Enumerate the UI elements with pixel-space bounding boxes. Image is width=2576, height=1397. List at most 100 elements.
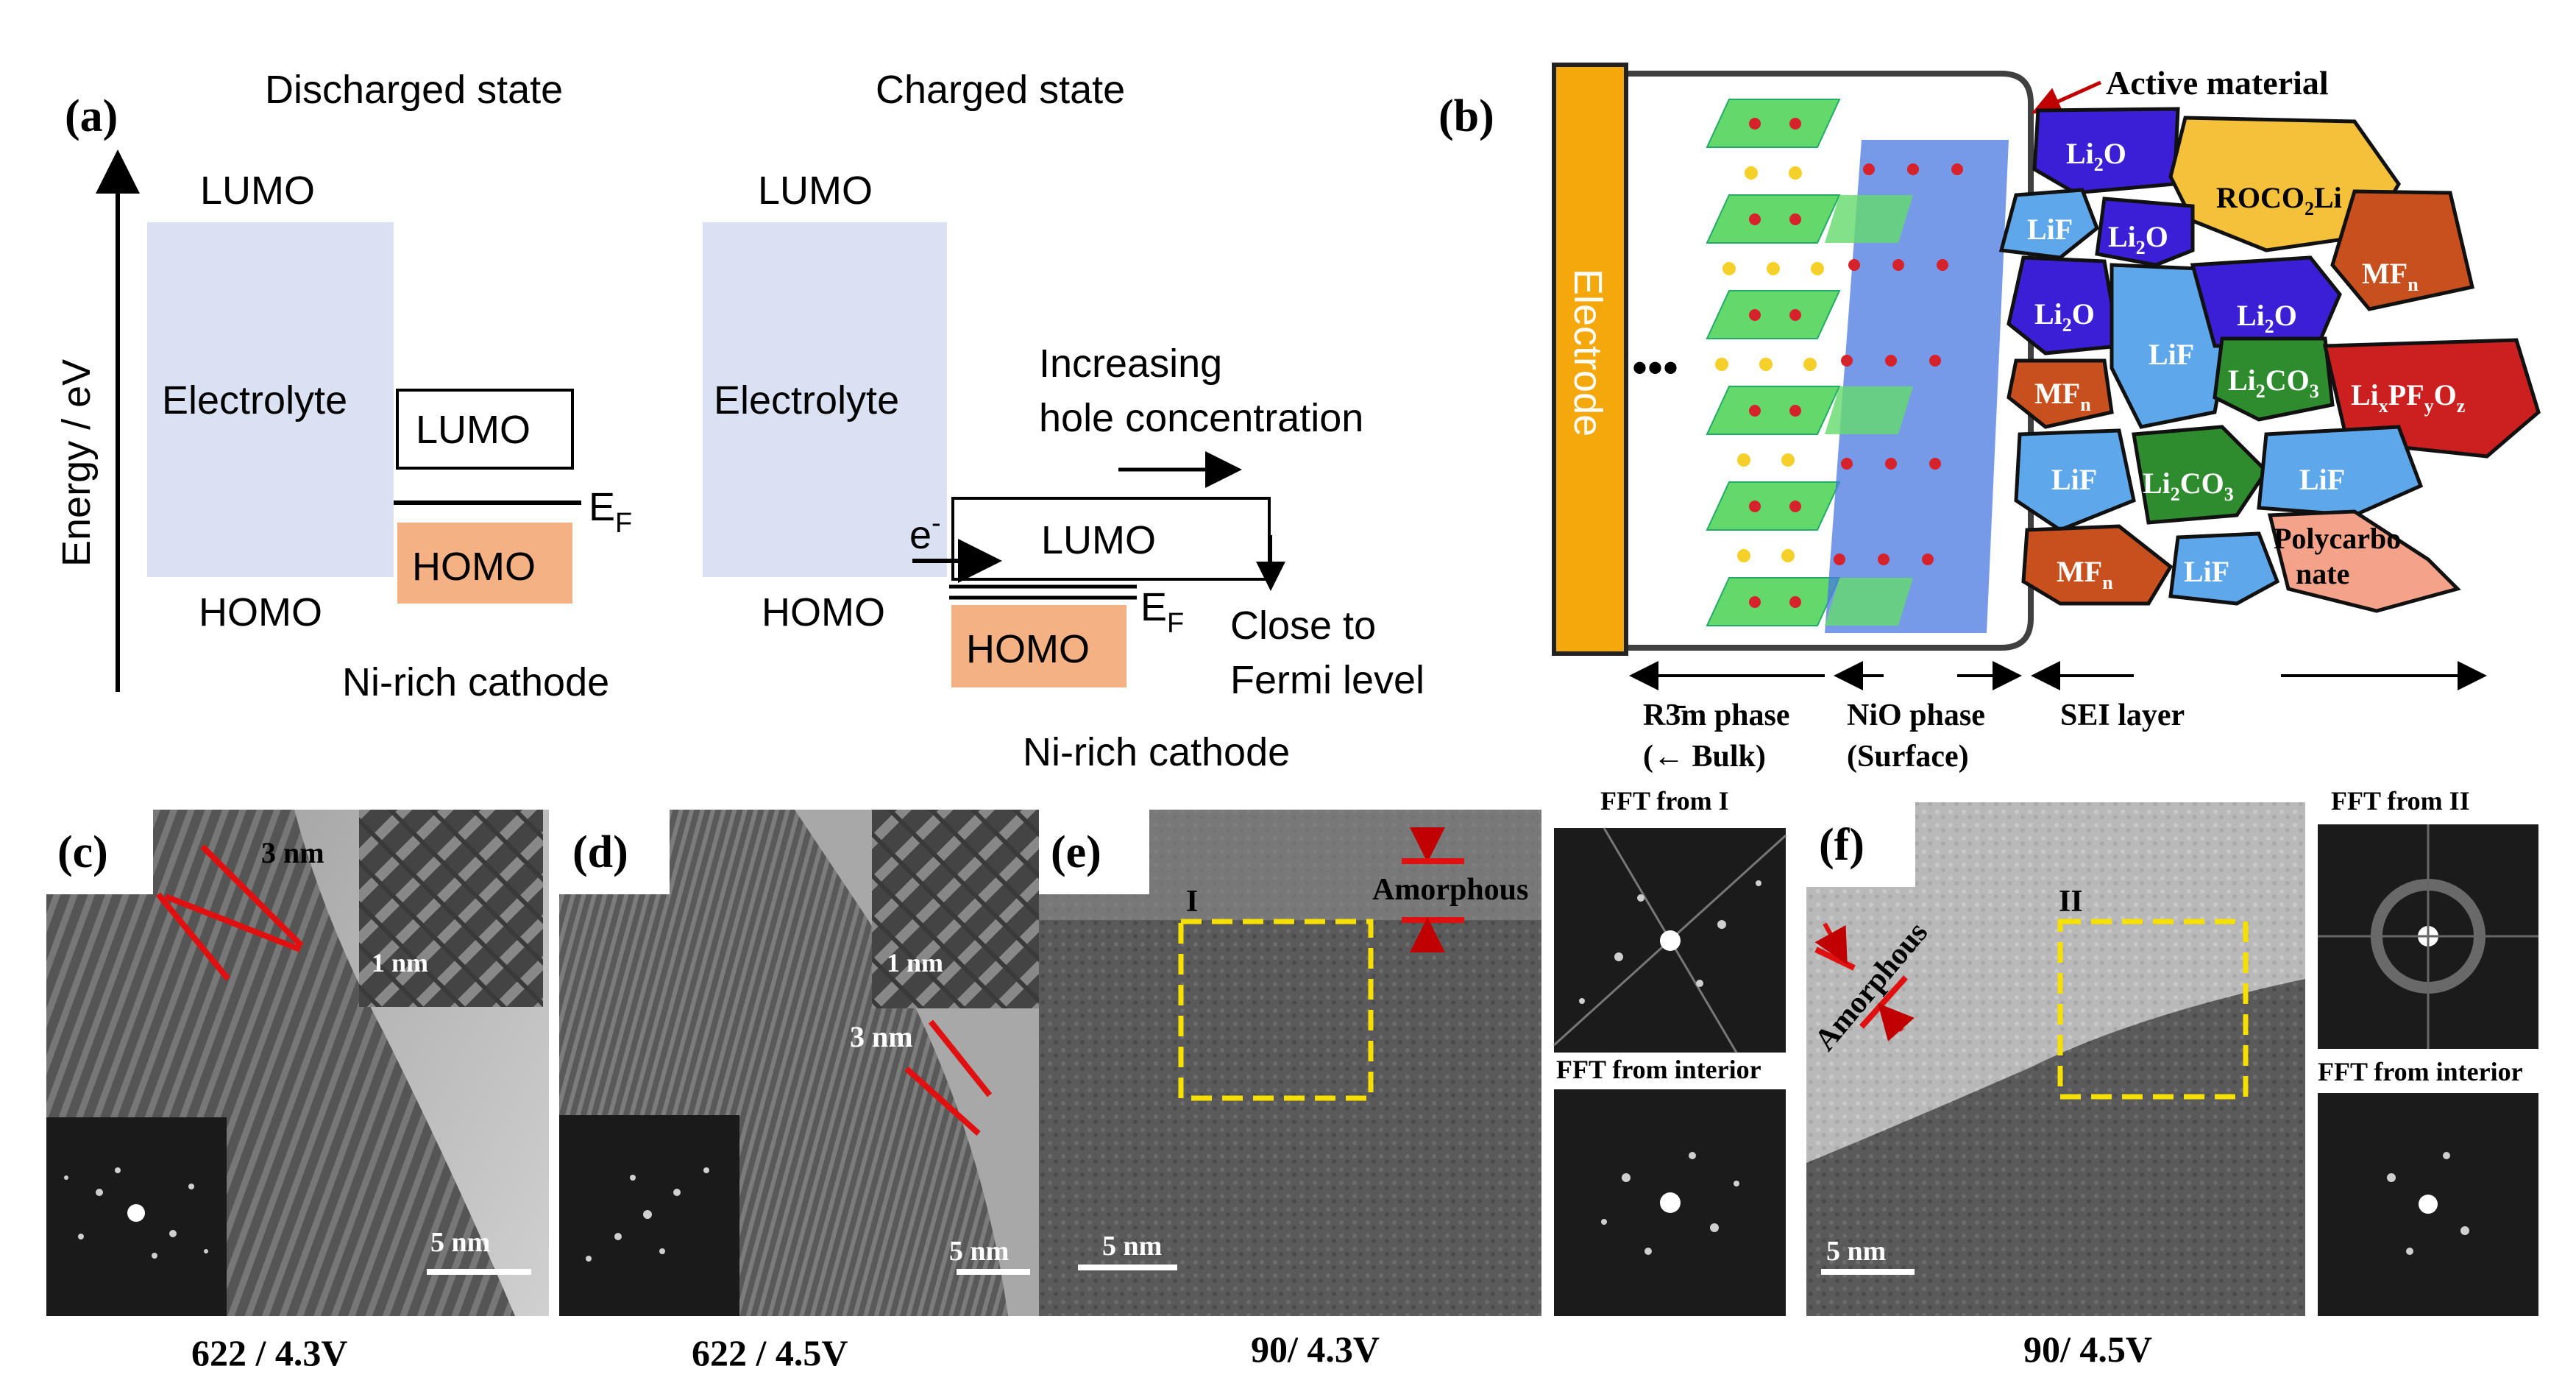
charged-cathode-lumo-box [951,497,1271,581]
sei-component-shape [2168,116,2401,252]
discharged-title: Discharged state [265,68,563,112]
charged-electrolyte-label: Electrolyte [714,378,899,422]
panel-e-scale: 5 nm [1102,1231,1162,1262]
sei-component-label: LiF [2149,338,2194,371]
discharged-cathode-homo-box [397,523,572,604]
sei-component-label: Li2O [2237,299,2297,337]
charged-cathode-label: Ni-rich cathode [1023,730,1290,774]
panel-e-region-box [1178,919,1374,1101]
sei-component-shape [2213,336,2335,422]
panel-d-mark-2 [904,1067,981,1136]
sei-component-shape [2267,509,2461,613]
sei-component-label: MFn [2362,257,2419,295]
panel-e-amorphous: Amorphous [1372,873,1528,907]
sei-component-shape [2014,428,2136,532]
panel-c: (c) 3 nm 1 nm 5 nm 622 / 4.3V [46,810,549,1373]
sei-component-label: LiF [2299,463,2345,496]
nio-phase-label: NiO phase(Surface) [1847,698,1985,774]
sei-component-label: Li2CO3 [2143,467,2234,505]
sei-component-label: MFn [2034,377,2091,415]
panel-d-scale: 5 nm [949,1236,1009,1267]
discharged-cathode-label: Ni-rich cathode [342,660,609,704]
panel-c-label: (c) [57,827,108,877]
discharged-cathode-homo-label: HOMO [412,545,536,589]
panel-f: (f) II Amorphous 5 nm 90/ 4.5V FFT from … [1806,786,2538,1370]
panel-f-caption: 90/ 4.5V [2023,1329,2152,1370]
panel-c-inset-scale: 1 nm [372,948,428,977]
discharged-electrolyte-label: Electrolyte [162,378,347,422]
panel-e-label: (e) [1051,827,1101,877]
panel-a-label: (a) [65,91,118,141]
sei-component-label: LiF [2184,555,2229,588]
active-material-label: Active material [2106,64,2329,102]
charged-fermi-label: EF [1140,585,1184,639]
panel-e: (e) I Amorphous 5 nm 90/ 4.3V FFT from I… [1039,786,1787,1370]
charged-title: Charged state [876,68,1125,112]
sei-component-label: LiF [2027,213,2073,246]
r3m-lattice [1706,99,1841,626]
charged-homo-label: HOMO [762,590,885,634]
panel-c-scale: 5 nm [430,1227,490,1258]
charged-cathode-homo-box [951,605,1126,687]
sei-component-label: Li2CO3 [2228,364,2319,402]
panel-f-fft-bottom-label: FFT from interior [2318,1057,2523,1086]
sei-component-label: ROCO2Li [2216,181,2342,219]
panel-e-fft-bottom-label: FFT from interior [1556,1055,1761,1084]
discharged-fermi-label: EF [589,485,632,539]
panel-a: (a) Energy / eV Discharged state LUMO El… [54,68,1424,774]
discharged-homo-label: HOMO [199,590,322,634]
panel-d-inset-hr [872,810,1039,1008]
sei-component-label: MFn [2057,555,2113,593]
sei-layer-label: SEI layer [2060,698,2185,732]
electrode-bar [1552,63,1628,656]
panel-e-caption: 90/ 4.3V [1251,1329,1380,1370]
panel-e-fft-top-label: FFT from I [1600,786,1729,816]
sei-component-shape [2168,531,2280,606]
panel-d-inset-scale: 1 nm [887,948,943,977]
sei-component-shape [2006,358,2114,429]
panel-c-caption: 622 / 4.3V [191,1332,348,1373]
panel-c-mark-1 [155,892,231,981]
discharged-lumo-label: LUMO [200,169,315,213]
panel-c-mark-2 [200,844,304,948]
electrode-label: Electrode [1566,269,1610,436]
discharged-cathode-lumo-label: LUMO [416,408,531,452]
panel-c-inset-hr [359,810,543,1007]
panel-f-fft-top-label: FFT from II [2331,786,2470,816]
panel-f-region-box [2057,919,2249,1100]
panel-d-thickness: 3 nm [850,1020,913,1053]
panel-d: (d) 1 nm 3 nm 5 nm 622 / 4.5V [559,810,1039,1373]
sei-component-shape [2021,524,2174,606]
sei-component-shape [2032,107,2180,195]
ellipsis: ••• [1632,344,1678,392]
sei-component-shape [1998,188,2099,260]
charged-cathode-lumo-label: LUMO [1041,518,1156,562]
panel-f-label: (f) [1819,820,1864,870]
energy-axis-label: Energy / eV [54,359,99,567]
electron-label: e- [909,508,941,557]
panel-d-mark-1 [928,1019,993,1097]
panel-f-scale: 5 nm [1826,1236,1886,1267]
r3m-phase-label: R3̄m phase(← Bulk) [1643,698,1790,774]
nio-lattice [1825,140,2009,633]
charged-electrolyte-box [703,222,947,577]
sei-component-label: LixPFyOz [2351,378,2465,417]
discharged-electrolyte-box [147,222,394,577]
panel-c-thickness: 3 nm [261,836,324,869]
sei-component-label: Li2O [2034,297,2095,336]
panel-d-label: (d) [572,827,628,877]
sei-component-shape [2257,425,2424,517]
panel-d-caption: 622 / 4.5V [692,1332,848,1373]
active-material-arrow [2031,80,2102,116]
sei-component-shape [2132,425,2269,525]
sei-component-label: LiF [2051,463,2097,496]
panel-e-region: I [1186,885,1198,919]
panel-f-region: II [2059,885,2083,919]
charged-cathode-homo-label: HOMO [966,627,1090,671]
sei-component-label: Li2O [2066,137,2126,175]
